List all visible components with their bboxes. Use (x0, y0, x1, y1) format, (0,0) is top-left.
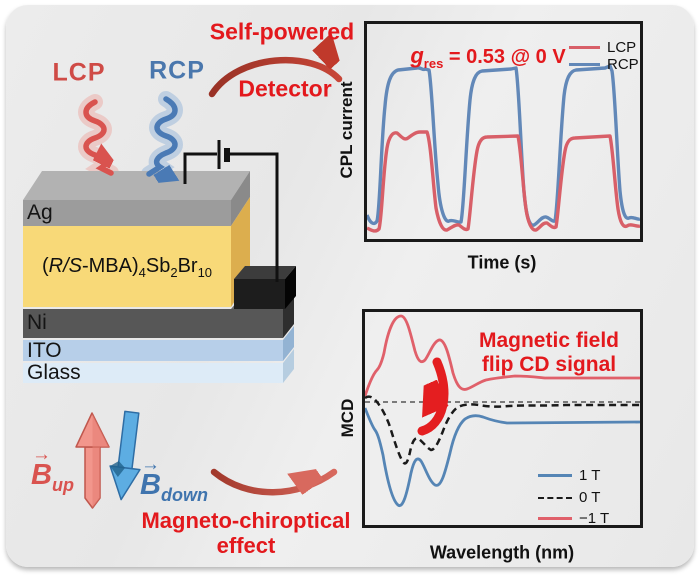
glass-layer-label: Glass (27, 361, 81, 384)
b-down-label: →Bdown (140, 454, 208, 505)
rcp-beam-arrow (146, 96, 175, 174)
flip-cd-arrow (417, 357, 444, 436)
rcp-line-swatch (569, 63, 600, 66)
cpl-plot-curves (367, 64, 640, 233)
mcd-legend-minus1T: −1 T (538, 510, 609, 527)
b-up-arrow (75, 412, 110, 509)
b-down-arrow (109, 410, 141, 501)
mcd-curve-1T (365, 407, 640, 507)
b-up-label: →Bup (31, 444, 74, 495)
cpl-plot-frame (364, 21, 643, 242)
mcd-legend-1T: 1 T (538, 467, 600, 484)
cpl-legend-lcp: LCP (569, 39, 636, 56)
mcd-legend-0T: 0 T (538, 489, 600, 506)
magnetic-field-annotation-line2: flip CD signal (481, 353, 617, 376)
cpl-legend-rcp: RCP (569, 56, 639, 73)
lcp-curve (367, 130, 640, 233)
minus1T-line-swatch (538, 517, 572, 520)
cpl-x-axis-label: Time (s) (467, 252, 537, 273)
mcd-curve-0T (365, 395, 640, 465)
perovskite-formula: (R/S-MBA)4Sb2Br10 (41, 255, 213, 280)
mcd-plot-curves (365, 314, 640, 507)
ag-layer-label: Ag (27, 201, 53, 224)
lcp-beam-arrow (83, 99, 111, 176)
ag-top-face (23, 171, 250, 200)
ni-layer-label: Ni (27, 311, 47, 334)
ag-side-face (231, 171, 250, 226)
glass-front-face (23, 363, 283, 383)
electrode-side-face (285, 266, 296, 309)
b-down-vector-arrow-icon: → (141, 454, 160, 475)
mcd-curve-minus1T (365, 314, 640, 397)
magneto-effect-arrow (210, 472, 338, 496)
gres-annotation: gres = 0.53 @ 0 V (410, 43, 566, 71)
1T-line-swatch (538, 474, 572, 477)
detector-label: Detector (238, 75, 332, 102)
ito-layer-label: ITO (27, 339, 62, 362)
ito-side-face (283, 326, 294, 361)
rcp-light-label: RCP (149, 56, 205, 85)
perovskite-front-face (23, 226, 231, 307)
mcd-y-axis-label: MCD (338, 398, 357, 438)
ag-front-face (23, 200, 231, 226)
mcd-plot-frame (362, 309, 643, 528)
glass-side-face (283, 349, 294, 383)
circuit-wiring (183, 140, 279, 282)
magneto-chiroptical-label-line1: Magneto-chiroptical (141, 508, 351, 533)
magnetic-field-annotation-line1: Magnetic field (478, 329, 620, 352)
device-stack (23, 171, 296, 383)
b-up-vector-arrow-icon: → (32, 444, 51, 465)
ni-front-face (23, 309, 283, 338)
rcp-curve (367, 64, 640, 227)
magneto-chiroptical-label-line2: effect (216, 533, 276, 558)
lcp-line-swatch (569, 46, 600, 49)
self-powered-label: Self-powered (209, 18, 355, 45)
mcd-x-axis-label: Wavelength (nm) (429, 542, 575, 563)
electrode-front-face (234, 279, 285, 309)
ito-front-face (23, 340, 283, 361)
cpl-y-axis-label: CPL current (337, 81, 356, 179)
0T-line-swatch (538, 496, 572, 499)
electrode-top-face (234, 266, 296, 279)
self-powered-arrow (208, 60, 339, 98)
lcp-light-label: LCP (52, 58, 106, 87)
